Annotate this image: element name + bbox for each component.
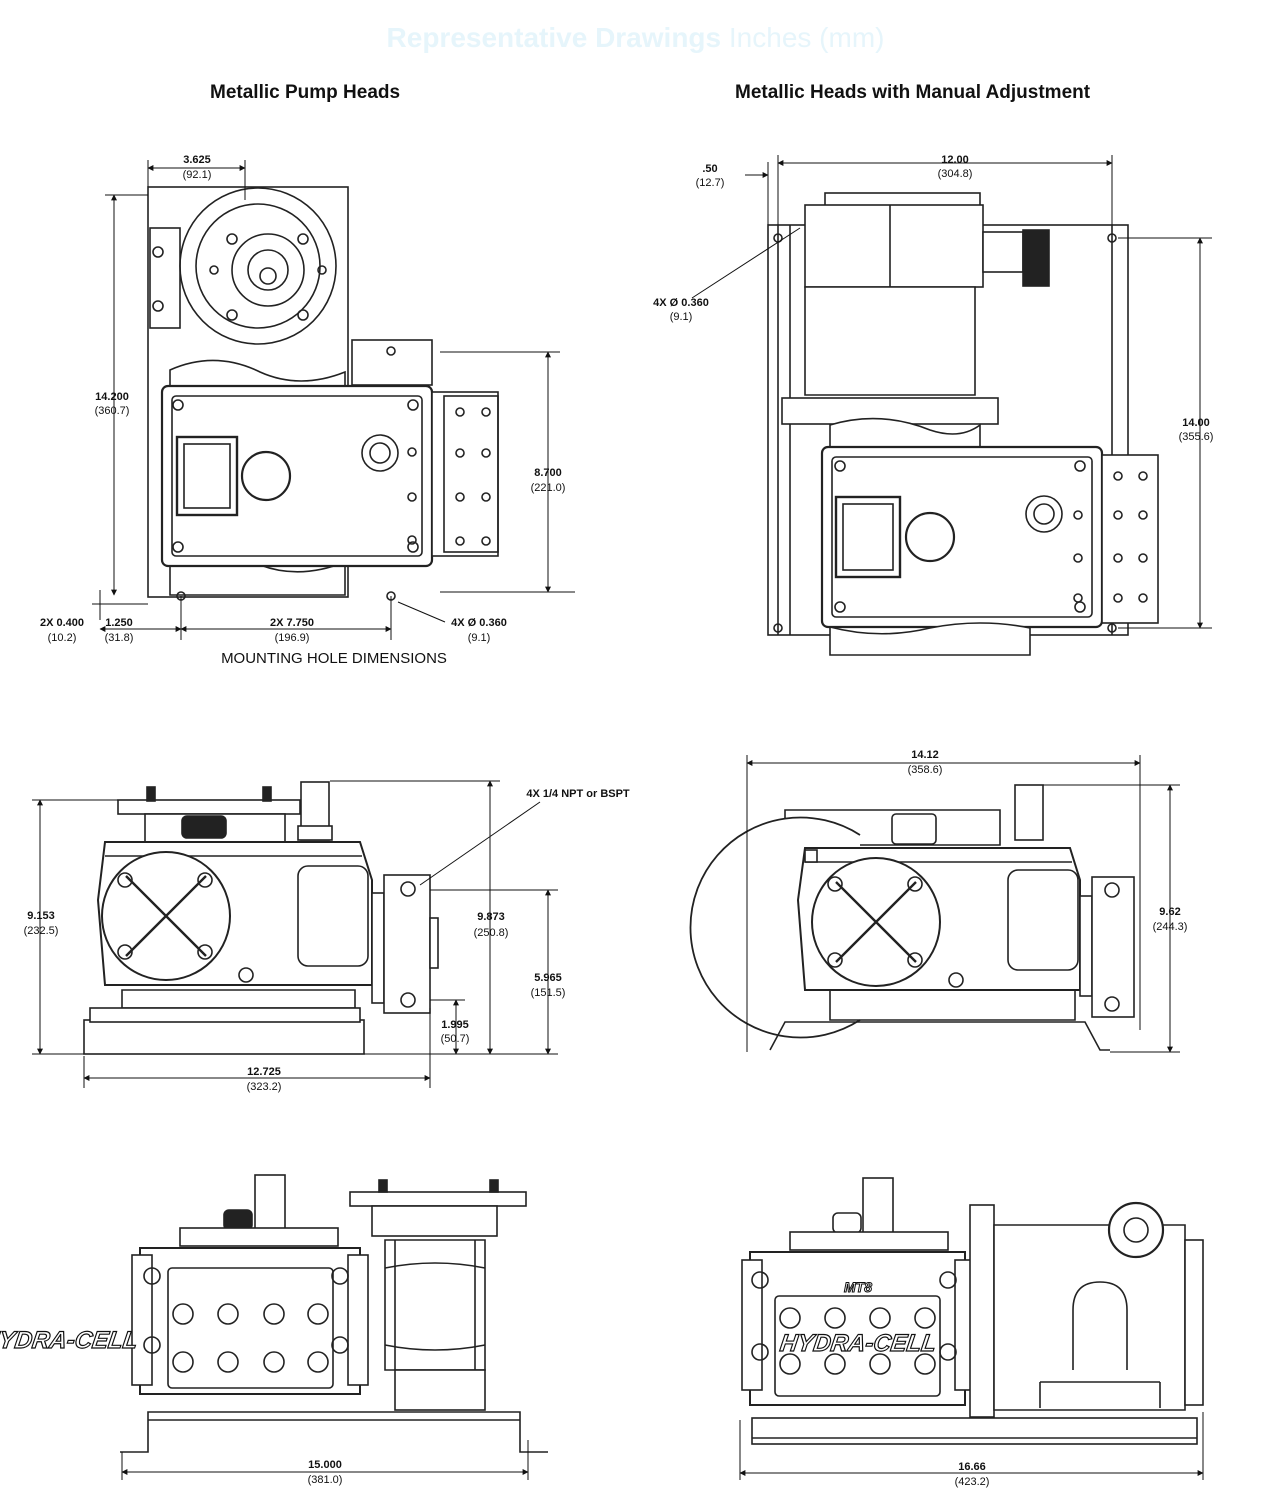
mid-right-dimension-labels: 14.12 (358.6) 9.62 (244.3) xyxy=(908,749,1188,933)
dim-1200-label: 12.00 xyxy=(941,154,969,166)
dim-1200-mm: (304.8) xyxy=(938,168,973,180)
page-title-main: Representative Drawings xyxy=(386,22,722,53)
port-note: 4X 1/4 NPT or BSPT xyxy=(526,788,630,800)
dim-14200-mm: (360.7) xyxy=(95,405,130,417)
right-heading: Metallic Heads with Manual Adjustment xyxy=(735,82,1091,103)
left-heading: Metallic Pump Heads xyxy=(210,82,401,103)
top-left-dimension-labels: 3.625 (92.1) 14.200 (360.7) 8.700 (221.0… xyxy=(40,154,565,667)
hole-mm-left: (9.1) xyxy=(468,632,491,644)
hole-label-left: 4X Ø 0.360 xyxy=(451,617,507,629)
bottom-right-brand: HYDRA-CELL MT8 xyxy=(778,1279,939,1358)
dim-8700-mm: (221.0) xyxy=(531,482,566,494)
dim-12725-label: 12.725 xyxy=(247,1066,281,1078)
brand-name-right: HYDRA-CELL xyxy=(778,1330,938,1357)
top-right-dimension-labels: .50 (12.7) 12.00 (304.8) 4X Ø 0.360 (9.1… xyxy=(653,154,1213,443)
dim-1666-label: 16.66 xyxy=(958,1461,986,1473)
brand-name-left: HYDRA-CELL xyxy=(0,1327,139,1354)
dim-0400-mm: (10.2) xyxy=(48,632,77,644)
top-left-dimension-lines xyxy=(92,160,575,640)
bottom-right-drawing xyxy=(741,1177,1204,1445)
dim-9153-mm: (232.5) xyxy=(24,925,59,937)
hole-mm-right: (9.1) xyxy=(670,311,693,323)
dim-15000-mm: (381.0) xyxy=(308,1474,343,1486)
bottom-left-dimension-lines xyxy=(121,1440,529,1480)
dim-9153-label: 9.153 xyxy=(27,910,55,922)
bottom-right-dimension-lines xyxy=(739,1412,1204,1480)
dim-1412-label: 14.12 xyxy=(911,749,939,761)
dim-1400-label: 14.00 xyxy=(1182,417,1210,429)
mounting-caption: MOUNTING HOLE DIMENSIONS xyxy=(221,650,447,667)
dim-962-mm: (244.3) xyxy=(1153,921,1188,933)
dim-050-label: .50 xyxy=(702,163,717,175)
bottom-left-brand: HYDRA-CELL xyxy=(0,1327,140,1355)
dim-1250-label: 1.250 xyxy=(105,617,133,629)
page-title-unit: Inches (mm) xyxy=(721,22,885,53)
mid-left-dimension-labels: 4X 1/4 NPT or BSPT 9.153 (232.5) 9.873 (… xyxy=(24,788,630,1093)
mid-left-dimension-lines xyxy=(32,780,558,1088)
top-right-drawing xyxy=(767,192,1159,656)
dim-7750-label: 2X 7.750 xyxy=(270,617,314,629)
dim-1666-mm: (423.2) xyxy=(955,1476,990,1488)
dim-9873-label: 9.873 xyxy=(477,911,505,923)
mid-right-drawing xyxy=(689,784,1135,1051)
dim-8700-label: 8.700 xyxy=(534,467,562,479)
dim-0400-label: 2X 0.400 xyxy=(40,617,84,629)
dim-7750-mm: (196.9) xyxy=(275,632,310,644)
dim-5965-mm: (151.5) xyxy=(531,987,566,999)
dim-15000-label: 15.000 xyxy=(308,1459,342,1471)
dim-3625-label: 3.625 xyxy=(183,154,211,166)
dim-1412-mm: (358.6) xyxy=(908,764,943,776)
dim-3625-mm: (92.1) xyxy=(183,169,212,181)
dim-962-label: 9.62 xyxy=(1159,906,1180,918)
dim-1995-mm: (50.7) xyxy=(441,1033,470,1045)
bottom-left-drawing xyxy=(120,1174,548,1453)
bottom-right-dimension-labels: 16.66 (423.2) xyxy=(955,1461,990,1488)
dim-9873-mm: (250.8) xyxy=(474,927,509,939)
page-title: Representative Drawings Inches (mm) xyxy=(0,22,1271,54)
dim-14200-label: 14.200 xyxy=(95,391,129,403)
dim-12725-mm: (323.2) xyxy=(247,1081,282,1093)
mid-left-drawing xyxy=(83,781,439,1055)
mid-right-dimension-lines xyxy=(746,755,1180,1053)
top-left-drawing xyxy=(147,186,499,601)
dim-5965-label: 5.965 xyxy=(534,972,562,984)
dim-1250-mm: (31.8) xyxy=(105,632,134,644)
top-right-dimension-lines xyxy=(691,155,1212,629)
hole-label-right: 4X Ø 0.360 xyxy=(653,297,709,309)
dim-050-mm: (12.7) xyxy=(696,177,725,189)
bottom-left-dimension-labels: 15.000 (381.0) xyxy=(308,1459,343,1486)
dim-1995-label: 1.995 xyxy=(441,1019,469,1031)
dim-1400-mm: (355.6) xyxy=(1179,431,1214,443)
brand-model: MT8 xyxy=(844,1279,872,1295)
